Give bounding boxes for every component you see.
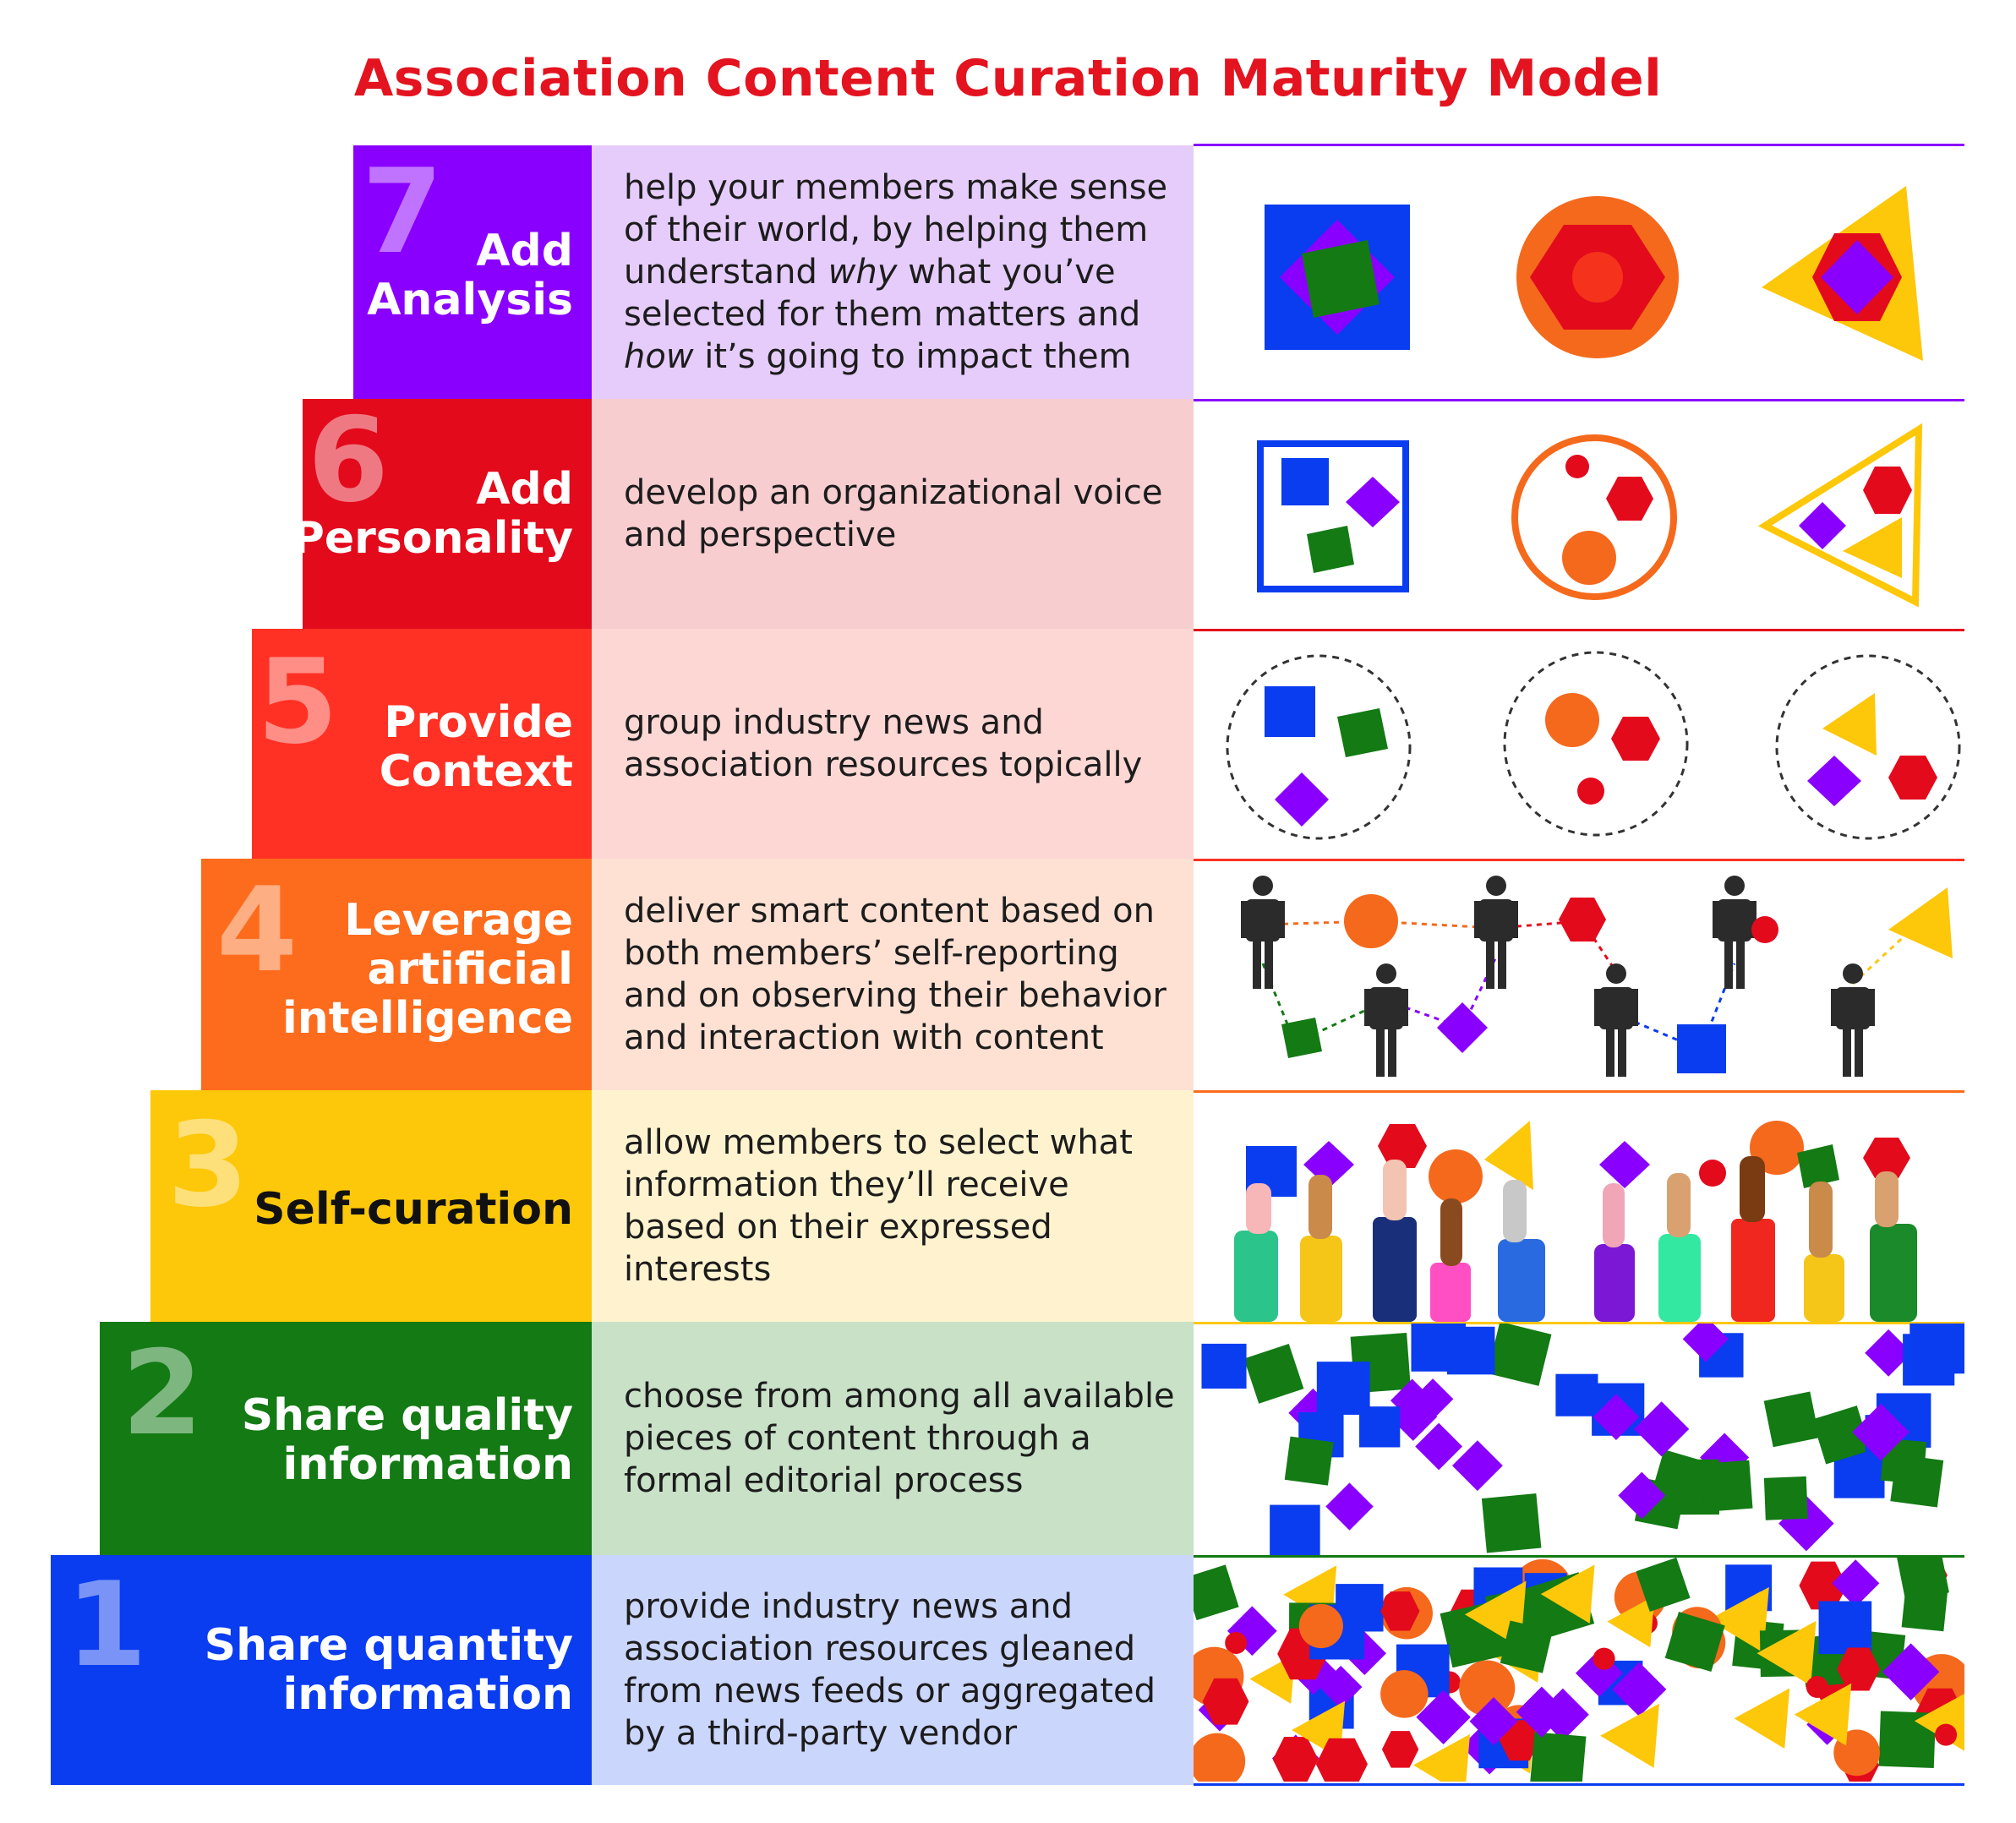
level-description: group industry news and association reso… <box>592 629 1194 859</box>
grouped-shapes-icon <box>1757 423 1923 608</box>
divider <box>1194 399 1964 401</box>
level-description: allow members to select what information… <box>592 1090 1194 1322</box>
description-text: deliver smart content based on both memb… <box>624 892 1166 1057</box>
label-line: Add <box>476 226 573 276</box>
label-line: Provide <box>384 697 573 748</box>
level-1-block: 1 Share quantity information <box>51 1555 592 1785</box>
label-line: Personality <box>292 513 573 564</box>
level-label: Leverage artificial intelligence <box>282 896 573 1043</box>
divider <box>1194 144 1964 146</box>
label-line: information <box>282 1439 573 1490</box>
level-6-block: 6 Add Personality <box>292 392 592 629</box>
ai-network-icons <box>1194 859 1964 1090</box>
description-text: choose from among all available pieces o… <box>624 1377 1175 1500</box>
label-line: Self-curation <box>254 1184 573 1235</box>
description-text: provide industry news and association re… <box>624 1587 1156 1753</box>
desc-part: help your members make sense of their wo… <box>624 168 1168 292</box>
quantity-shapes <box>1194 1557 1964 1782</box>
raised-hands-icons <box>1194 1090 1964 1322</box>
label-line: Leverage <box>344 895 573 946</box>
level-label: Provide Context <box>380 698 573 796</box>
desc-part: what you’ve selected for them matters an… <box>624 253 1141 334</box>
level-number: 3 <box>167 1097 249 1233</box>
person-icon <box>1241 876 1285 989</box>
label-line: Share quality <box>241 1390 573 1441</box>
grouped-shapes-icon <box>1257 440 1409 592</box>
divider <box>1194 1783 1964 1786</box>
level-label: Add Personality <box>292 465 573 563</box>
dashed-cluster-icon <box>1226 654 1412 840</box>
level-number: 5 <box>257 634 339 770</box>
level-3-block: 3 Self-curation <box>150 1090 592 1322</box>
level-2-block: 2 Share quality information <box>100 1322 592 1555</box>
label-line: Share quantity <box>204 1620 573 1671</box>
label-line: Analysis <box>367 275 573 325</box>
level-description: develop an organizational voice and pers… <box>592 399 1194 629</box>
label-line: artificial <box>367 944 573 995</box>
dashed-cluster-icon <box>1775 654 1961 840</box>
divider <box>1194 629 1964 631</box>
level-description: help your members make sense of their wo… <box>592 145 1194 399</box>
desc-emphasis: why <box>828 253 898 292</box>
level-4-block: 4 Leverage artificial intelligence <box>201 859 592 1090</box>
description-text: help your members make sense of their wo… <box>624 166 1177 378</box>
label-line: intelligence <box>281 993 573 1044</box>
person-icon <box>1594 963 1638 1077</box>
divider <box>1194 1090 1964 1093</box>
person-icon <box>1713 876 1756 989</box>
desc-part: it’s going to impact them <box>693 337 1132 376</box>
level-number: 7 <box>362 144 444 280</box>
level-number: 1 <box>66 1557 148 1693</box>
level-label: Add Analysis <box>367 227 573 325</box>
level-number: 4 <box>216 862 298 998</box>
divider <box>1194 1555 1964 1558</box>
level-description: deliver smart content based on both memb… <box>592 859 1194 1090</box>
level-number: 2 <box>122 1325 204 1461</box>
raised-hands-icon <box>1234 1121 1917 1322</box>
triangle-hexagon-icon <box>1762 186 1923 361</box>
desc-emphasis: how <box>624 337 694 376</box>
page-title: Association Content Curation Maturity Mo… <box>353 49 1663 108</box>
dashed-cluster-icon <box>1503 651 1689 837</box>
quality-shapes <box>1194 1324 1964 1555</box>
level-label: Share quantity information <box>205 1621 573 1719</box>
grouped-shapes-icon <box>1511 434 1677 600</box>
level-description: choose from among all available pieces o… <box>592 1322 1194 1555</box>
description-text: group industry news and association reso… <box>624 703 1143 784</box>
level-7-block: 7 Add Analysis <box>353 145 592 399</box>
label-line: Add <box>476 464 573 515</box>
personality-icons <box>1194 399 1964 629</box>
level-5-block: 5 Provide Context <box>252 629 592 859</box>
context-icons <box>1194 629 1964 859</box>
person-icon <box>1831 963 1875 1077</box>
hexagon-circle-icon <box>1516 196 1679 358</box>
level-label: Share quality information <box>242 1391 573 1489</box>
person-icon <box>1364 963 1408 1077</box>
divider <box>1194 1322 1964 1324</box>
analysis-icons <box>1194 145 1964 399</box>
square-diamond-icon <box>1265 205 1410 350</box>
level-description: provide industry news and association re… <box>592 1555 1194 1785</box>
description-text: develop an organizational voice and pers… <box>624 473 1163 554</box>
description-text: allow members to select what information… <box>624 1123 1133 1289</box>
person-icon <box>1474 876 1518 989</box>
level-number: 6 <box>308 392 390 528</box>
label-line: Context <box>379 746 573 797</box>
label-line: information <box>282 1669 573 1720</box>
divider <box>1194 859 1964 861</box>
level-label: Self-curation <box>254 1185 573 1234</box>
